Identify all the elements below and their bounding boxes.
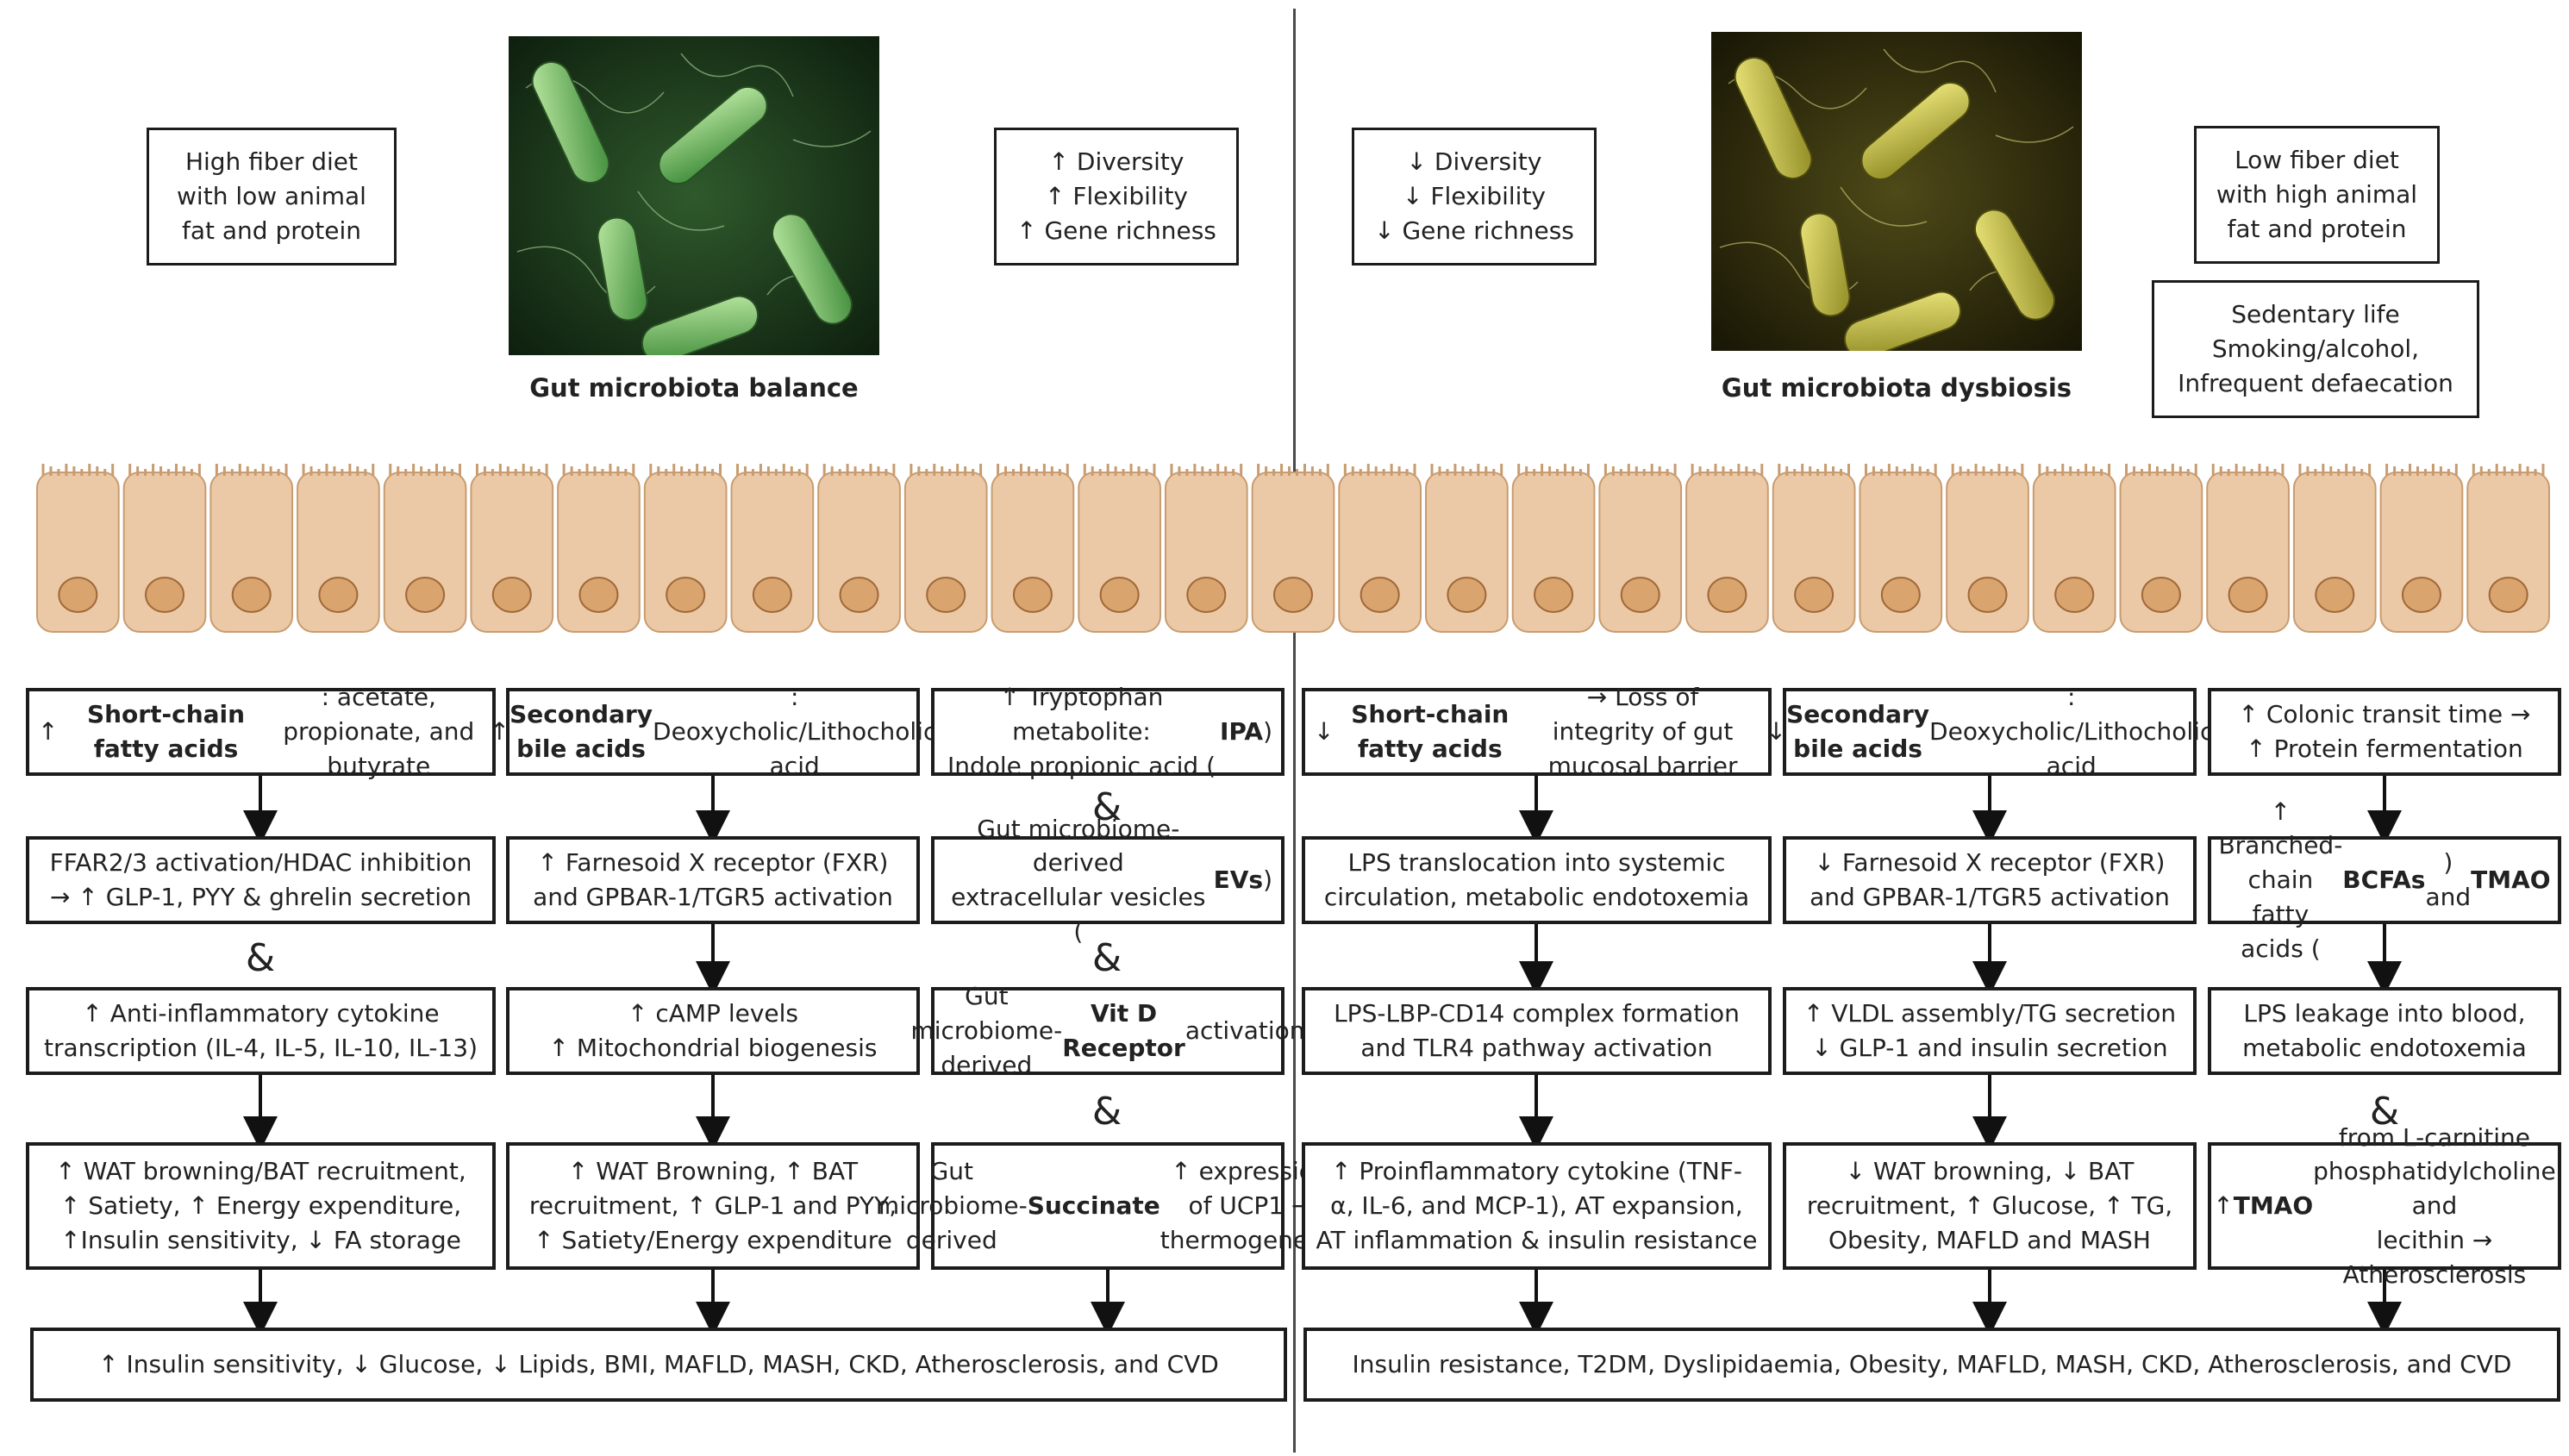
and-symbol: &: [245, 936, 276, 980]
epithelial-cell: [1598, 464, 1683, 633]
left-wat-browning-box: ↑ WAT browning/BAT recruitment,↑ Satiety…: [26, 1142, 496, 1270]
left-outcome-box: ↑ Insulin sensitivity, ↓ Glucose, ↓ Lipi…: [30, 1328, 1287, 1402]
epithelial-cell: [817, 464, 901, 633]
left-scfa-box: ↑ Short-chain fatty acids: acetate,propi…: [26, 683, 496, 780]
epithelial-cell: [36, 464, 120, 633]
epithelial-cell: [991, 464, 1075, 633]
balance-bacteria-image: [509, 36, 879, 355]
epithelial-cell: [2466, 464, 2550, 633]
balance-label: Gut microbiota balance: [529, 373, 859, 403]
right-vldl-box: ↑ VLDL assembly/TG secretion↓ GLP-1 and …: [1783, 987, 2197, 1075]
epithelial-cell: [1511, 464, 1596, 633]
epithelial-cell: [1425, 464, 1509, 633]
epithelial-cell: [209, 464, 294, 633]
epithelial-cell: [1946, 464, 2029, 633]
left-ffar-box: FFAR2/3 activation/HDAC inhibition→ ↑ GL…: [26, 836, 496, 924]
epithelial-cell: [643, 464, 728, 633]
high-fiber-diet-box: High fiber diet with low animal fat and …: [147, 128, 397, 266]
right-proinflammatory-box: ↑ Proinflammatory cytokine (TNF-α, IL-6,…: [1302, 1142, 1772, 1270]
right-bile-acids-box: ↓ Secondary bile acids:Deoxycholic/Litho…: [1766, 683, 2214, 780]
right-outcome-box: Insulin resistance, T2DM, Dyslipidaemia,…: [1303, 1328, 2560, 1402]
and-symbol: &: [1091, 936, 1122, 980]
and-symbol: &: [1091, 1090, 1122, 1134]
right-fxr-box: ↓ Farnesoid X receptor (FXR)and GPBAR-1/…: [1783, 836, 2197, 924]
epithelial-cell: [122, 464, 207, 633]
epithelial-cell: [730, 464, 815, 633]
epithelial-cell: [2206, 464, 2290, 633]
epithelial-cell: [1338, 464, 1422, 633]
epithelial-cell: [2379, 464, 2464, 633]
dysbiosis-bacteria-image: [1711, 32, 2082, 351]
lifestyle-box: Sedentary life Smoking/alcohol, Infreque…: [2152, 280, 2479, 418]
epithelial-cell: [2032, 464, 2116, 633]
epithelial-cell: [383, 464, 467, 633]
decreased-diversity-box: ↓ Diversity ↓ Flexibility ↓ Gene richnes…: [1352, 128, 1597, 266]
dysbiosis-label: Gut microbiota dysbiosis: [1721, 373, 2072, 403]
epithelial-cell: [1685, 464, 1769, 633]
epithelial-cell: [903, 464, 988, 633]
low-fiber-diet-box: Low fiber diet with high animal fat and …: [2194, 126, 2440, 264]
right-lps-leakage-box: LPS leakage into blood,metabolic endotox…: [2208, 987, 2561, 1075]
epithelial-cell: [1164, 464, 1248, 633]
left-fxr-box: ↑ Farnesoid X receptor (FXR)and GPBAR-1/…: [506, 836, 920, 924]
epithelial-cell: [557, 464, 641, 633]
left-bile-acids-box: ↑ Secondary bile acids:Deoxycholic/Litho…: [489, 683, 937, 780]
epithelial-cell: [1251, 464, 1335, 633]
increased-diversity-box: ↑ Diversity ↑ Flexibility ↑ Gene richnes…: [994, 128, 1239, 266]
epithelial-cell: [297, 464, 380, 633]
epithelial-cell: [2292, 464, 2377, 633]
center-divider: [1293, 9, 1296, 1453]
epithelial-cell: [1859, 464, 1943, 633]
left-ipa-box: ↑ Tryptophan metabolite:Indole propionic…: [931, 683, 1284, 780]
right-colonic-transit-box: ↑ Colonic transit time →↑ Protein fermen…: [2208, 688, 2561, 776]
and-symbol: &: [2369, 1090, 2400, 1134]
epithelial-cell: [470, 464, 554, 633]
epithelial-cell: [1078, 464, 1161, 633]
left-camp-box: ↑ cAMP levels↑ Mitochondrial biogenesis: [506, 987, 920, 1075]
epithelial-cell: [1772, 464, 1856, 633]
and-symbol: &: [1091, 785, 1122, 829]
intestinal-epithelium: [36, 464, 2550, 633]
epithelial-cell: [2119, 464, 2203, 633]
